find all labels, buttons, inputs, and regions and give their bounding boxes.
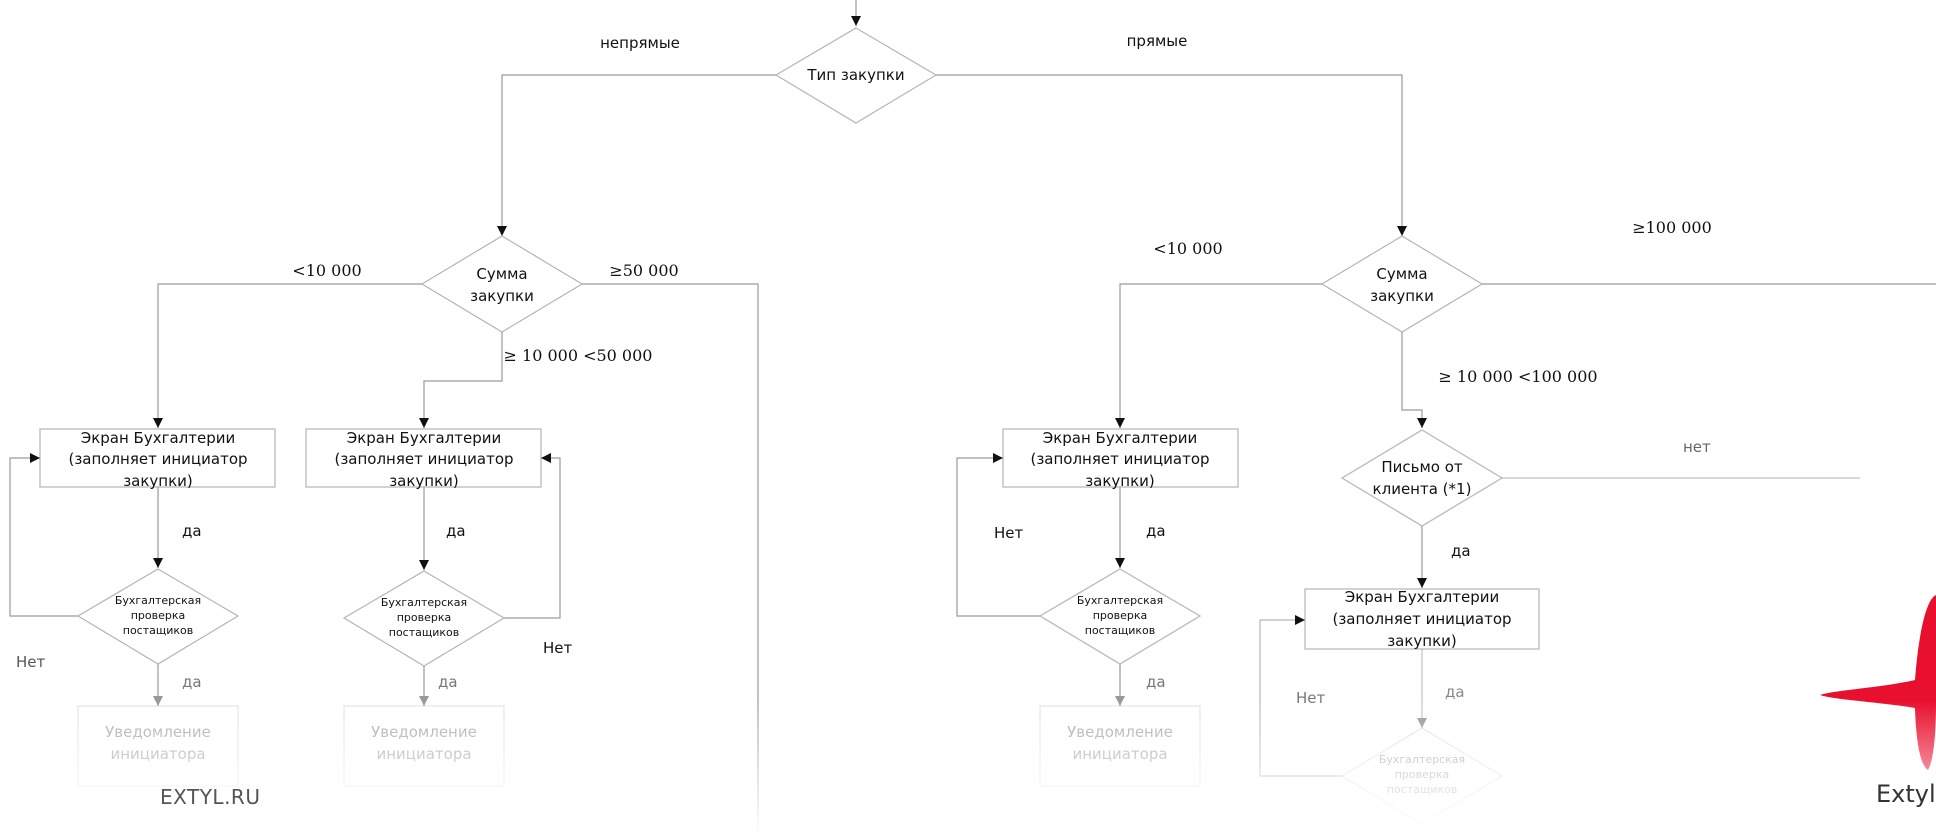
right-col1-notify-line2: инициатора xyxy=(1072,745,1167,763)
left-col2-screen-line1: Экран Бухгалтерии xyxy=(347,429,502,447)
right-sum-decision xyxy=(1320,235,1484,333)
right-col2-check-line2: проверка xyxy=(1395,768,1450,781)
client-letter-yes-label: да xyxy=(1451,542,1471,560)
client-letter-decision xyxy=(1340,429,1504,527)
right-sum-label-2: закупки xyxy=(1370,287,1434,305)
right-col2-screen-line1: Экран Бухгалтерии xyxy=(1345,588,1500,606)
left-col1-yes2-label: да xyxy=(182,673,202,691)
edge-to-right-sum xyxy=(936,74,1407,236)
edge-left-col1-no-loop xyxy=(9,453,78,617)
left-col1-check-line1: Бухгалтерская xyxy=(115,594,201,607)
left-col2-yes2-label: да xyxy=(438,673,458,691)
left-col1-check-line2: проверка xyxy=(131,609,186,622)
right-col1-no-label: Нет xyxy=(994,524,1024,542)
left-sum-label-2: закупки xyxy=(470,287,534,305)
indirect-branch-label: непрямые xyxy=(600,34,680,52)
client-letter-no-label: нет xyxy=(1683,438,1711,456)
right-col1-yes-label: да xyxy=(1146,522,1166,540)
extyl-logo-icon xyxy=(1820,595,1936,770)
left-col2-screen-line3: закупки) xyxy=(389,472,459,490)
purchase-type-label: Тип закупки xyxy=(806,66,904,84)
right-lt-label: <10 000 xyxy=(1153,239,1222,258)
left-col1-no-label: Нет xyxy=(16,653,46,671)
right-col1-check-line3: постащиков xyxy=(1085,624,1156,637)
right-col1-screen-line2: (заполняет инициатор xyxy=(1030,450,1209,468)
left-col1-notify-line1: Уведомление xyxy=(105,723,211,741)
right-col1-check-line1: Бухгалтерская xyxy=(1077,594,1163,607)
left-lt-label: <10 000 xyxy=(292,261,361,280)
left-col1-screen-line2: (заполняет инициатор xyxy=(68,450,247,468)
left-col1-screen-line3: закупки) xyxy=(123,472,193,490)
client-letter-line1: Письмо от xyxy=(1381,458,1463,476)
left-col2-no-label: Нет xyxy=(543,639,573,657)
edge-left-col2-no-loop xyxy=(504,453,561,619)
right-ge-label: ≥100 000 xyxy=(1632,218,1712,237)
right-col2-check-line3: постащиков xyxy=(1387,783,1458,796)
left-col1-check-line3: постащиков xyxy=(123,624,194,637)
left-ge-label: ≥50 000 xyxy=(609,261,678,280)
right-col2-accounting-screen xyxy=(1304,588,1540,650)
left-col2-notify-line1: Уведомление xyxy=(371,723,477,741)
left-col1-notify-line2: инициатора xyxy=(110,745,205,763)
right-col2-screen-line2: (заполняет инициатор xyxy=(1332,610,1511,628)
edge-left-mid xyxy=(419,332,503,428)
right-col1-check-line2: проверка xyxy=(1093,609,1148,622)
right-col1-notify-line1: Уведомление xyxy=(1067,723,1173,741)
left-col2-check-line3: постащиков xyxy=(389,626,460,639)
left-sum-decision xyxy=(420,235,584,333)
right-col2-no-label: Нет xyxy=(1296,689,1326,707)
right-sum-label-1: Сумма xyxy=(1376,265,1427,283)
left-col1-yes-label: да xyxy=(182,522,202,540)
edge-right-mid xyxy=(1401,332,1427,428)
left-mid-label: ≥ 10 000 <50 000 xyxy=(504,346,653,365)
right-mid-label: ≥ 10 000 <100 000 xyxy=(1438,367,1597,386)
left-col2-notify-line2: инициатора xyxy=(376,745,471,763)
edge-left-lt xyxy=(153,283,422,428)
right-col1-yes2-label: да xyxy=(1146,673,1166,691)
right-col2-yes-label: да xyxy=(1445,683,1465,701)
brand-wordmark: Extyl xyxy=(1876,780,1936,808)
left-col2-check-line1: Бухгалтерская xyxy=(381,596,467,609)
left-sum-label-1: Сумма xyxy=(476,265,527,283)
edge-right-col1-no-loop xyxy=(956,453,1040,617)
direct-branch-label: прямые xyxy=(1127,32,1188,50)
right-col1-screen-line3: закупки) xyxy=(1085,472,1155,490)
edge-left-ge xyxy=(582,283,759,839)
client-letter-line2: клиента (*1) xyxy=(1373,480,1472,498)
edge-to-left-sum xyxy=(497,74,776,236)
left-col2-yes-label: да xyxy=(446,522,466,540)
left-col1-accounting-screen xyxy=(39,428,276,488)
left-col1-screen-line1: Экран Бухгалтерии xyxy=(81,429,236,447)
right-col2-check-line1: Бухгалтерская xyxy=(1379,753,1465,766)
left-col2-screen-line2: (заполняет инициатор xyxy=(334,450,513,468)
purchase-type-decision xyxy=(774,27,938,124)
right-col2-screen-line3: закупки) xyxy=(1387,632,1457,650)
right-col1-screen-line1: Экран Бухгалтерии xyxy=(1043,429,1198,447)
edge-right-lt xyxy=(1115,283,1322,428)
left-col2-check-line2: проверка xyxy=(397,611,452,624)
footer-site-label[interactable]: EXTYL.RU xyxy=(160,785,261,809)
